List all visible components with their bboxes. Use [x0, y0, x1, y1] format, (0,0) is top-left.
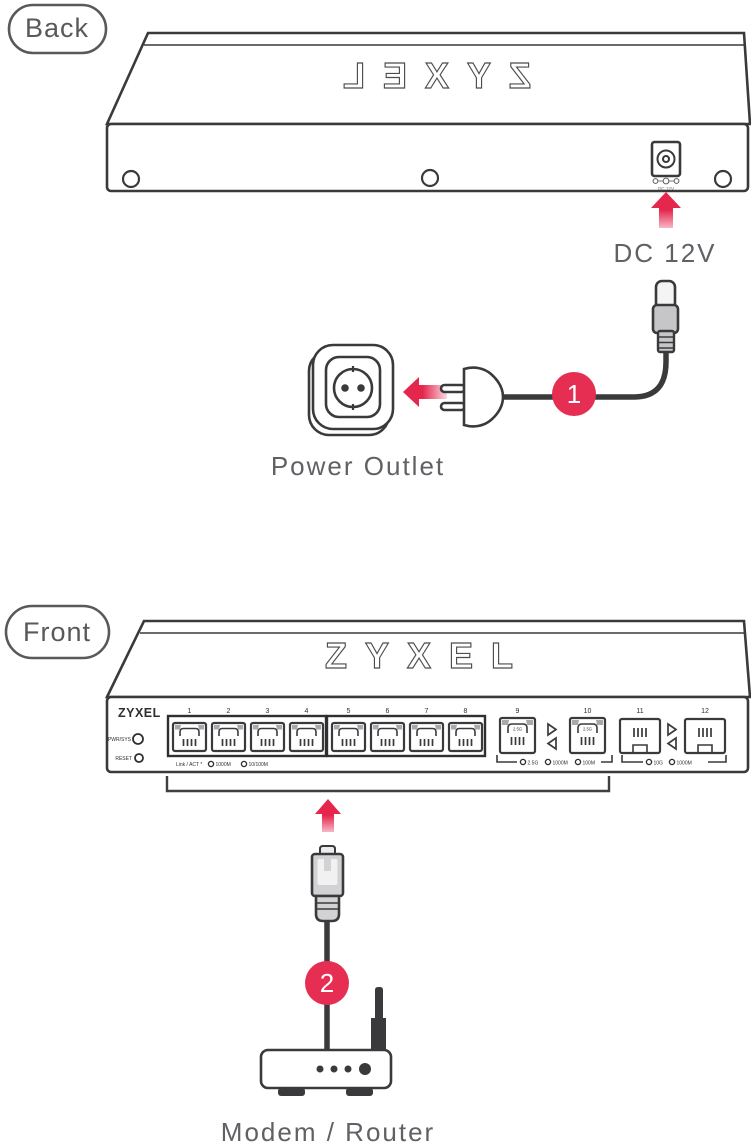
back-tag-label: Back [25, 13, 89, 43]
multigig-port-10 [568, 716, 607, 755]
port-number: 1 [188, 708, 192, 715]
led-legend-multigig: 2.5G 1000M 100M [496, 755, 613, 767]
back-face [105, 122, 750, 193]
port-group-5-8 [325, 714, 487, 758]
step-1-number: 1 [567, 379, 581, 409]
antenna-icon [371, 987, 386, 1050]
port-number: 3 [266, 708, 270, 715]
rj45-connector [310, 845, 345, 923]
led-legend-main: Link / ACT * 1000M 10/100M [176, 760, 268, 768]
arrow-left-to-outlet [403, 377, 447, 407]
reset-button [134, 753, 144, 763]
led-icon [544, 758, 552, 766]
power-outlet [307, 343, 395, 437]
multigig-port-9 [498, 716, 537, 755]
ethernet-port-5 [330, 721, 367, 753]
reset-label: RESET [115, 756, 132, 762]
back-tag-pill [7, 3, 108, 55]
back-top-surface [104, 31, 751, 126]
uplink-port-11 [618, 717, 662, 755]
speed-2-5g-label: 2.5G [528, 761, 539, 767]
uplink-arrow-right-icon [667, 722, 678, 737]
front-top-surface [104, 619, 751, 699]
led-icon [645, 758, 653, 766]
uplink-arrow-right-icon [547, 722, 558, 737]
port-number: 6 [386, 708, 390, 715]
port-number: 9 [516, 708, 520, 715]
speed-1000m-label: 1000M [677, 761, 692, 767]
link-act-label: Link / ACT * [176, 762, 202, 768]
ethernet-port-7 [408, 721, 445, 753]
port-number: 11 [636, 708, 643, 715]
speed-1000m-label: 1000M [553, 761, 568, 767]
port-number: 10 [584, 708, 592, 715]
ethernet-port-8 [447, 721, 484, 753]
speed-100m-label: 100M [583, 761, 596, 767]
front-brand-logo: ZYXEL [325, 635, 531, 676]
port-number: 7 [425, 708, 429, 715]
ethernet-port-6 [369, 721, 406, 753]
pwr-sys-led [132, 733, 144, 745]
led-icon [574, 758, 582, 766]
front-face-brand: ZYXEL [118, 706, 161, 720]
dc-polarity-mark [652, 177, 680, 185]
power-plug [439, 366, 505, 428]
arrow-up-to-ports [315, 799, 341, 832]
speed-10g-label: 10G [654, 761, 664, 767]
pwr-sys-label: PWR/SYS [108, 737, 132, 743]
modem-router [259, 987, 393, 1096]
power-cord [497, 348, 669, 400]
dc-barrel-connector [651, 279, 680, 354]
port-number: 5 [347, 708, 351, 715]
back-view: Back ZYXEL DC 12V DC 12V [7, 3, 751, 268]
uplink-arrow-left-icon [546, 736, 557, 751]
step-2-number: 2 [320, 968, 334, 998]
port-number: 8 [464, 708, 468, 715]
led-icon [240, 760, 248, 768]
modem-router-label: Modem / Router [221, 1117, 435, 1147]
step-2-badge: 2 [305, 961, 349, 1005]
ethernet-port-3 [249, 721, 286, 753]
speed-1000m-label: 1000M [216, 762, 231, 768]
dc-12v-label: DC 12V [613, 238, 716, 268]
ports-bracket [165, 776, 611, 793]
led-legend-uplink: 10G 1000M [621, 755, 727, 767]
power-connection: 1 Power Outlet [271, 279, 680, 481]
back-brand-logo-mirrored: ZYXEL [325, 55, 531, 96]
led-icon [668, 758, 676, 766]
dc-power-jack: DC 12V [650, 140, 682, 191]
lan-connection: 2 Modem / Router [165, 776, 611, 1147]
arrow-up-to-dc-jack [651, 192, 681, 228]
led-icon [519, 758, 527, 766]
front-view: Front ZYXEL ZYXEL PWR/SYS RESET 1 2 3 4 … [4, 604, 751, 774]
screw-hole-left [121, 169, 141, 189]
power-outlet-label: Power Outlet [271, 451, 445, 481]
screw-hole-right [713, 169, 733, 189]
ethernet-port-2 [210, 721, 247, 753]
ethernet-port-4 [288, 721, 325, 753]
front-tag-pill [4, 604, 111, 660]
front-tag-label: Front [23, 617, 91, 647]
port-number: 12 [701, 708, 709, 715]
port-number: 2 [227, 708, 231, 715]
speed-10-100m-label: 10/100M [249, 762, 268, 768]
ethernet-port-1 [171, 721, 208, 753]
port-number: 4 [305, 708, 309, 715]
step-1-badge: 1 [552, 372, 596, 416]
uplink-arrow-left-icon [666, 736, 677, 751]
uplink-port-12 [683, 717, 727, 755]
led-icon [207, 760, 215, 768]
screw-hole-middle [420, 168, 440, 188]
dc-jack-small-label: DC 12V [658, 186, 675, 191]
